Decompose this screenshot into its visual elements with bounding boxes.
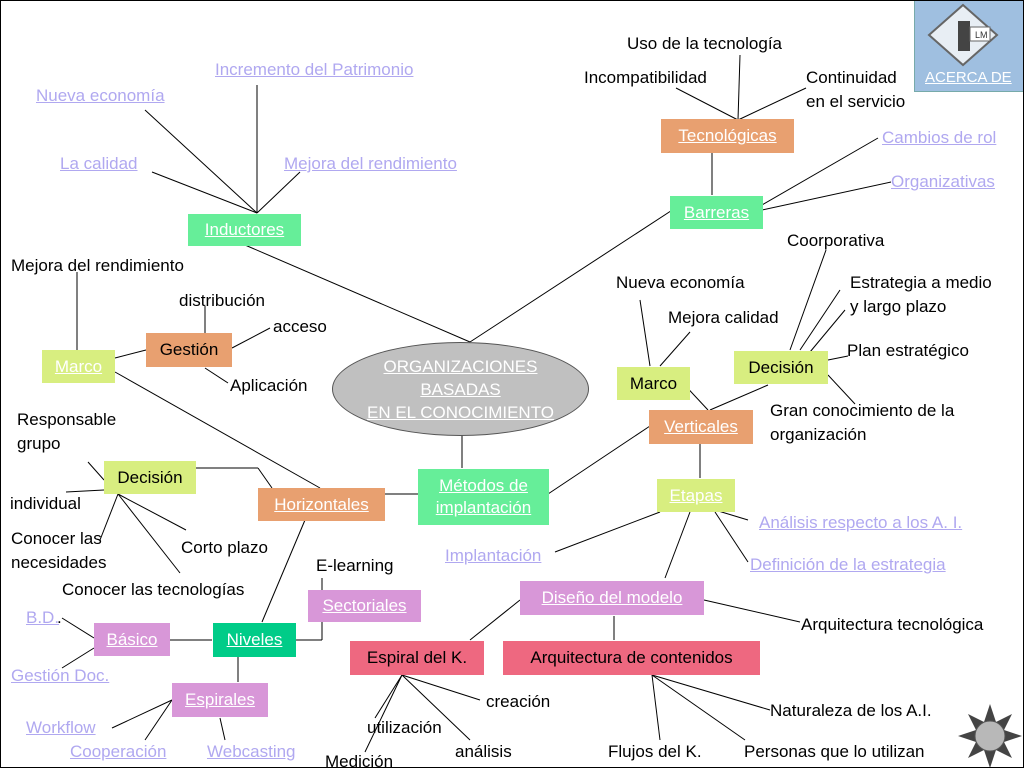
decision-responsable: Responsable	[17, 410, 117, 429]
arq-personas: Personas que lo utilizan	[744, 742, 925, 761]
horizontales-node[interactable]: Horizontales	[258, 488, 385, 521]
espiral-creacion: creación	[486, 692, 551, 711]
espirales-node[interactable]: Espirales	[172, 683, 268, 717]
diseno-modelo-node[interactable]: Diseño del modelo	[520, 581, 704, 615]
decision-individual: individual	[10, 494, 81, 513]
tech-incompatibilidad: Incompatibilidad	[584, 68, 707, 87]
espiral-analisis: análisis	[455, 742, 512, 761]
center-line-3[interactable]: EN EL CONOCIMIENTO	[366, 402, 555, 422]
arquitectura-tecnologica: Arquitectura tecnológica	[801, 615, 984, 634]
etapas-node[interactable]: Etapas	[657, 479, 735, 512]
metodos-line-2[interactable]: implantación	[435, 498, 532, 517]
etapa-definicion-estrategia[interactable]: Definición de la estrategia	[750, 555, 946, 574]
espiral-workflow[interactable]: Workflow	[26, 718, 96, 737]
vmarco-mejora-calidad: Mejora calidad	[668, 308, 779, 327]
decision-conocer-tecnologias: Conocer las tecnologías	[62, 580, 245, 599]
center-line-2[interactable]: BASADAS	[420, 379, 501, 399]
center-line-1[interactable]: ORGANIZACIONES	[383, 356, 538, 376]
sectoriales-node[interactable]: Sectoriales	[308, 590, 421, 622]
decision-corto-plazo: Corto plazo	[181, 538, 268, 557]
nivel-elearning: E-learning	[316, 556, 394, 575]
inductor-mejora-rendimiento[interactable]: Mejora del rendimiento	[284, 154, 457, 173]
decision-grupo: grupo	[17, 434, 61, 453]
barrera-organizativas[interactable]: Organizativas	[891, 172, 995, 191]
marco-right-node[interactable]: Marco	[617, 367, 690, 400]
about-button[interactable]: LM ACERCA DE	[914, 0, 1024, 92]
tecnologicas-node[interactable]: Tecnológicas	[661, 119, 794, 153]
barreras-node[interactable]: Barreras	[670, 196, 763, 229]
espiral-k-node[interactable]: Espiral del K.	[350, 641, 484, 675]
barrera-cambios-rol[interactable]: Cambios de rol	[882, 128, 997, 147]
vdecision-organizacion: organización	[770, 425, 867, 444]
decision-necesidades: necesidades	[11, 553, 107, 572]
center-node[interactable]: ORGANIZACIONES BASADAS EN EL CONOCIMIENT…	[332, 342, 589, 436]
vmarco-nueva-economia: Nueva economía	[616, 273, 745, 292]
arquitectura-contenidos-node[interactable]: Arquitectura de contenidos	[503, 641, 760, 675]
arq-naturaleza-ai: Naturaleza de los A.I.	[770, 701, 932, 720]
espiral-medicion: Medición	[325, 752, 394, 771]
tech-uso-tecnologia: Uso de la tecnología	[627, 34, 782, 53]
logo-icon: LM	[927, 3, 999, 67]
etapa-analisis[interactable]: Análisis respecto a los A. I.	[759, 513, 963, 532]
inductor-la-calidad[interactable]: La calidad	[60, 154, 138, 173]
inductor-incremento-patrimonio[interactable]: Incremento del Patrimonio	[215, 60, 414, 79]
espiral-cooperacion[interactable]: Cooperación	[70, 742, 167, 761]
verticales-node[interactable]: Verticales	[649, 410, 753, 444]
decision-conocer-las: Conocer las	[11, 529, 102, 548]
tech-en-el-servicio: en el servicio	[806, 92, 906, 111]
marco-mejora-rendimiento: Mejora del rendimiento	[11, 256, 184, 275]
metodos-line-1[interactable]: Métodos de	[439, 476, 528, 495]
basico-bd[interactable]: B.D.	[26, 608, 60, 627]
gestion-distribucion: distribución	[179, 291, 265, 310]
espiral-webcasting[interactable]: Webcasting	[207, 742, 296, 761]
metodos-node[interactable]: Métodos de implantación	[418, 469, 549, 525]
decision-right-node[interactable]: Decisión	[734, 351, 828, 384]
inductor-nueva-economia[interactable]: Nueva economía	[36, 86, 165, 105]
niveles-node[interactable]: Niveles	[213, 623, 296, 657]
gestion-node[interactable]: Gestión	[146, 333, 232, 367]
vdecision-estrategia: Estrategia a medio	[850, 273, 992, 292]
basico-bd-dot: .	[57, 608, 62, 627]
vdecision-gran-conocimiento: Gran conocimiento de la	[770, 401, 955, 420]
decision-left-node[interactable]: Decisión	[104, 461, 196, 494]
about-label[interactable]: ACERCA DE	[925, 69, 1012, 86]
gestion-aplicacion: Aplicación	[230, 376, 308, 395]
arq-flujos-k: Flujos del K.	[608, 742, 702, 761]
vdecision-largo-plazo: y largo plazo	[850, 297, 947, 316]
inductores-node[interactable]: Inductores	[188, 214, 301, 246]
etapa-implantacion[interactable]: Implantación	[445, 546, 542, 565]
gestion-acceso: acceso	[273, 317, 327, 336]
marco-left-node[interactable]: Marco	[42, 350, 115, 383]
vdecision-coorporativa: Coorporativa	[787, 231, 885, 250]
vdecision-plan-estrategico: Plan estratégico	[847, 341, 969, 360]
sun-icon	[958, 704, 1022, 768]
espiral-utilizacion: utilización	[367, 718, 442, 737]
basico-gestion-doc[interactable]: Gestión Doc.	[11, 666, 110, 685]
basico-node[interactable]: Básico	[94, 623, 170, 656]
tech-continuidad: Continuidad	[806, 68, 897, 87]
logo-text: LM	[975, 30, 988, 40]
